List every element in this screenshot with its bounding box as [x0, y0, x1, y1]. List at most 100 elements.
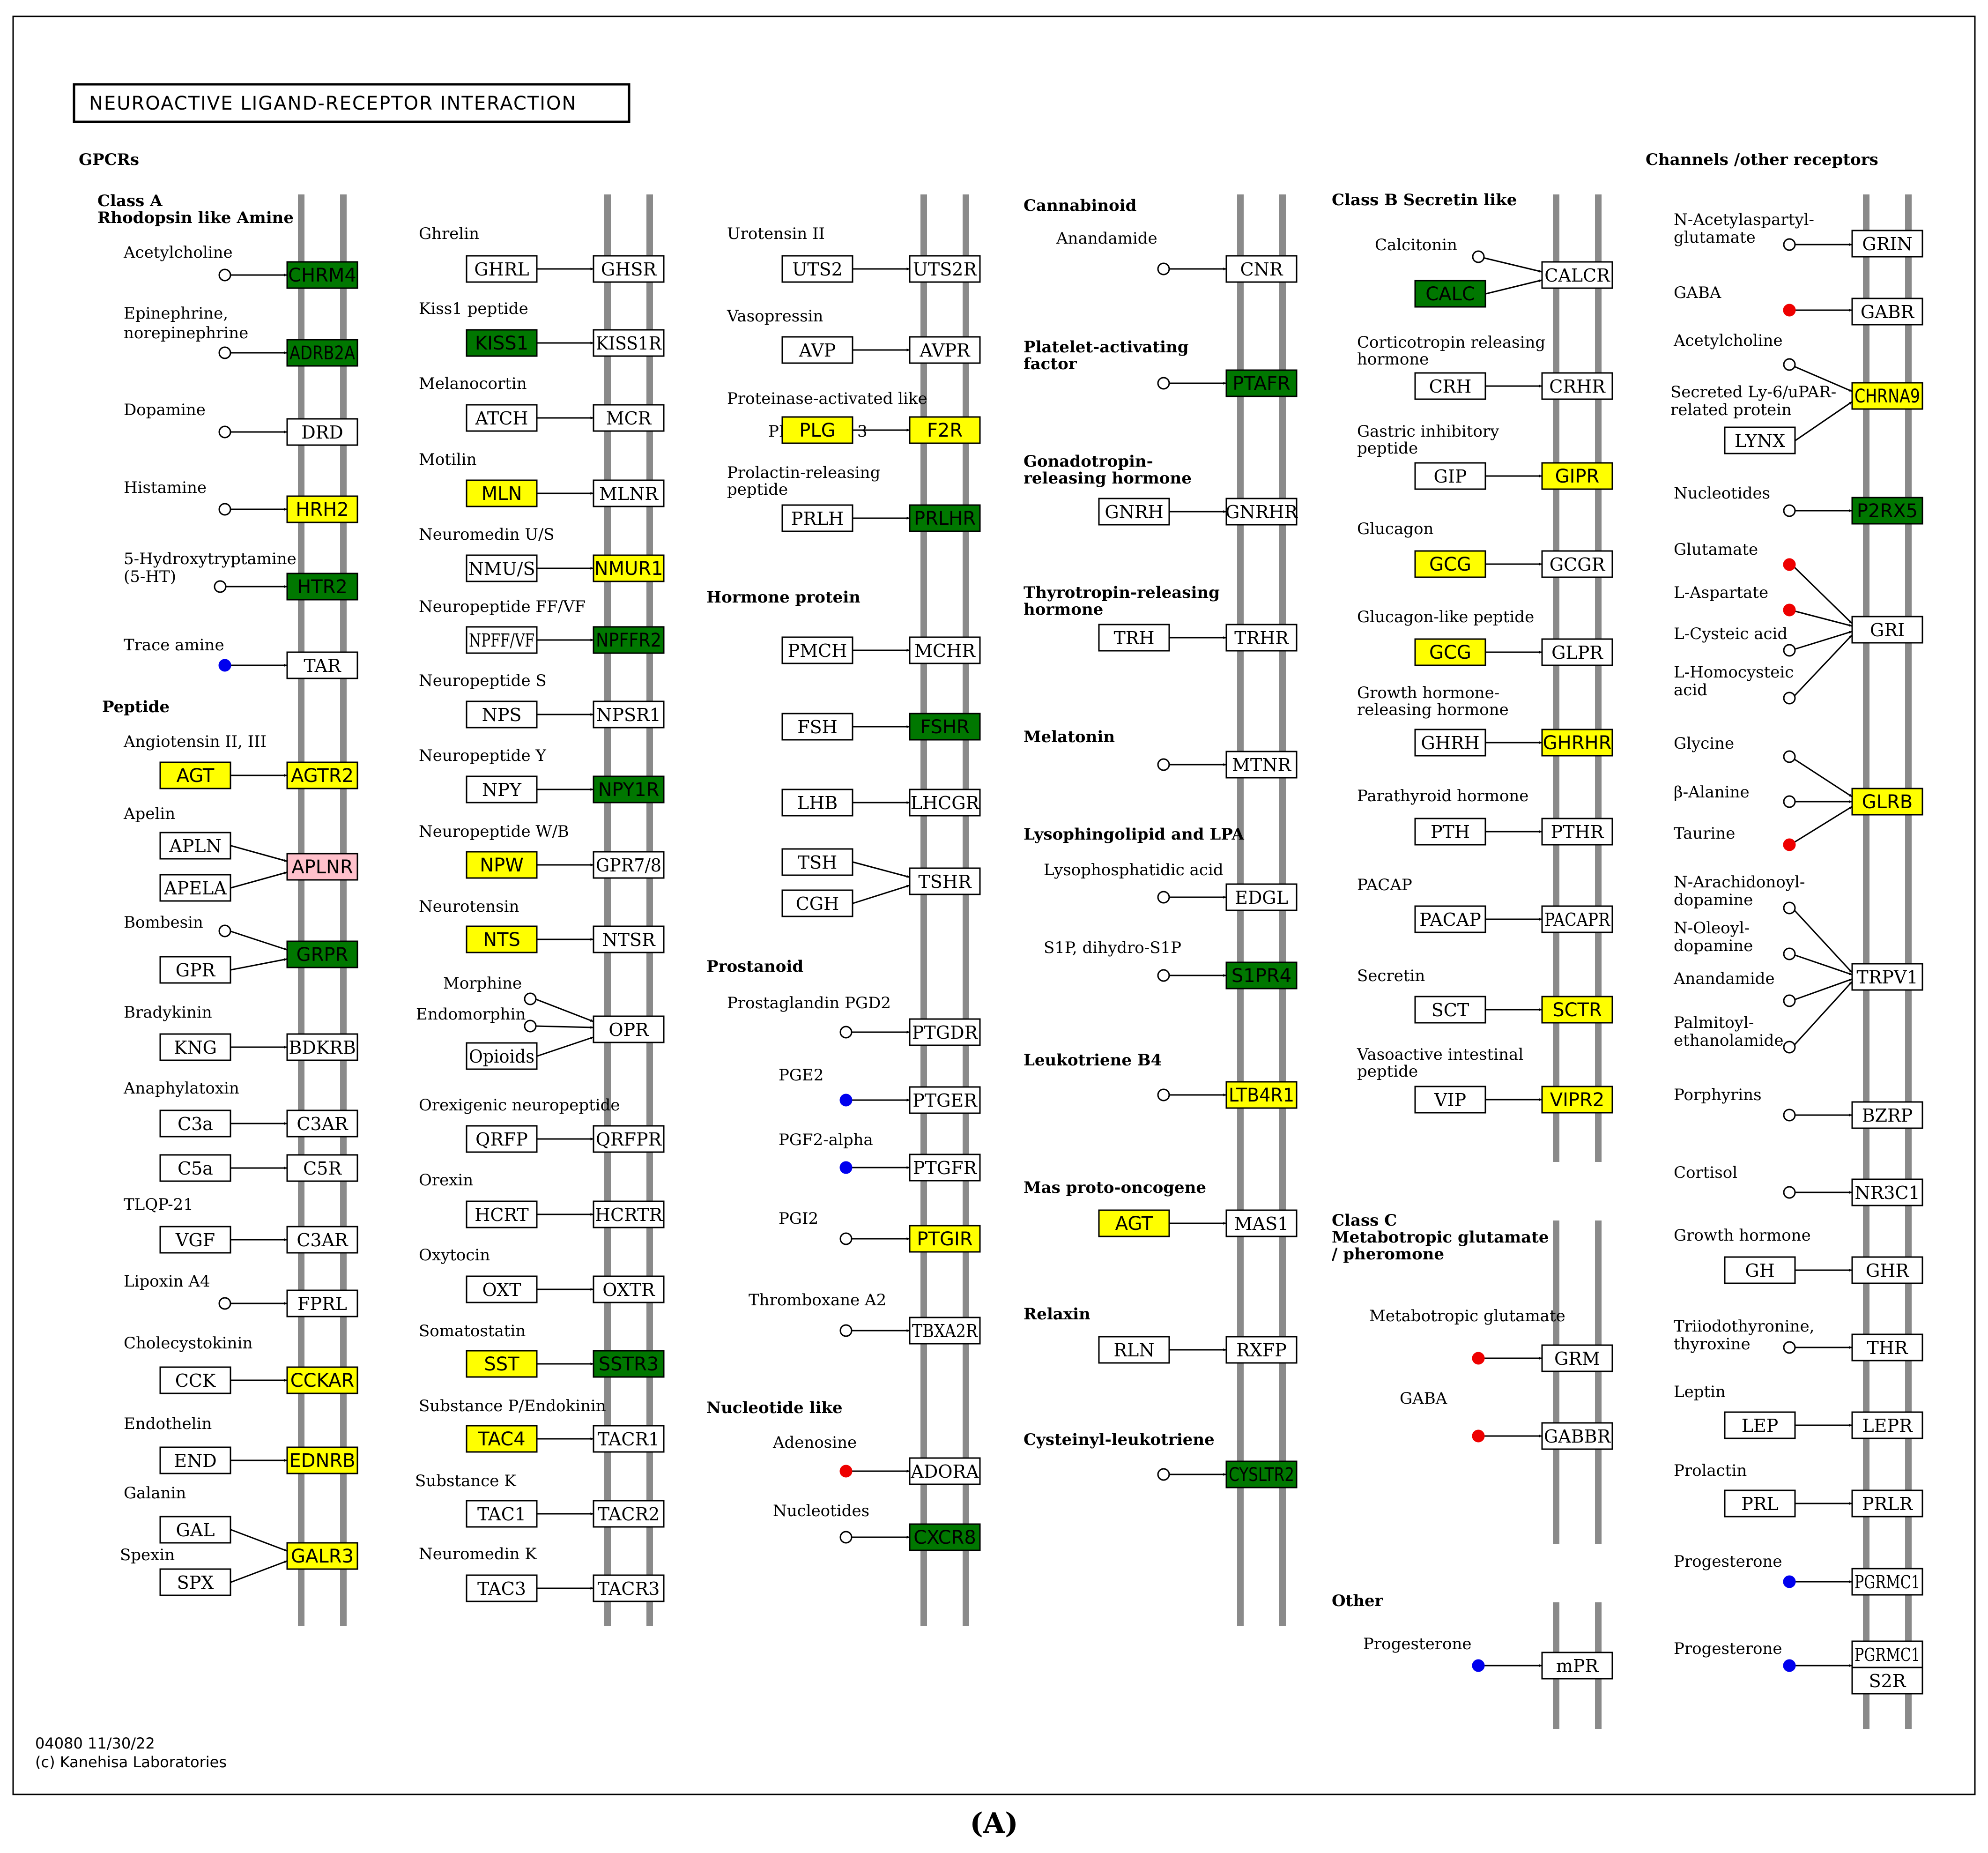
- gene-box-c3a[interactable]: C3a: [159, 1109, 231, 1138]
- compound-circle[interactable]: [1783, 1659, 1796, 1672]
- gene-box-cnr[interactable]: CNR: [1225, 255, 1298, 283]
- gene-box-edgl[interactable]: EDGL: [1225, 883, 1298, 911]
- compound-circle[interactable]: [839, 1026, 853, 1039]
- compound-circle[interactable]: [1783, 603, 1796, 617]
- gene-box-gipr[interactable]: GIPR: [1541, 462, 1613, 490]
- gene-box-lep[interactable]: LEP: [1724, 1411, 1796, 1439]
- compound-circle[interactable]: [1157, 1468, 1170, 1481]
- gene-box-s1pr4[interactable]: S1PR4: [1225, 961, 1298, 990]
- compound-circle[interactable]: [839, 1161, 853, 1174]
- compound-circle[interactable]: [1783, 504, 1796, 517]
- compound-circle[interactable]: [1472, 1352, 1485, 1365]
- gene-box-pgrmc1[interactable]: PGRMC1: [1851, 1640, 1923, 1668]
- gene-box-rxfp[interactable]: RXFP: [1225, 1336, 1298, 1364]
- gene-box-grpr[interactable]: GRPR: [286, 940, 358, 968]
- gene-box-calcr[interactable]: CALCR: [1541, 261, 1613, 289]
- gene-box-prlr[interactable]: PRLR: [1851, 1489, 1923, 1518]
- gene-box-gal[interactable]: GAL: [159, 1516, 231, 1544]
- gene-box-s2r[interactable]: S2R: [1851, 1667, 1923, 1695]
- gene-box-cckar[interactable]: CCKAR: [286, 1366, 358, 1394]
- gene-box-mlnr[interactable]: MLNR: [593, 479, 665, 507]
- gene-box-prlh[interactable]: PRLH: [781, 504, 853, 532]
- gene-box-gri[interactable]: GRI: [1851, 616, 1923, 644]
- gene-box-drd[interactable]: DRD: [286, 418, 358, 446]
- gene-box-kiss1[interactable]: KISS1: [466, 329, 538, 357]
- gene-box-tbxa2r[interactable]: TBXA2R: [909, 1317, 981, 1345]
- compound-circle[interactable]: [1157, 1088, 1170, 1101]
- gene-box-ghsr[interactable]: GHSR: [593, 255, 665, 283]
- compound-circle[interactable]: [1783, 1575, 1796, 1588]
- gene-box-prlhr[interactable]: PRLHR: [909, 504, 981, 532]
- compound-circle[interactable]: [524, 1020, 537, 1033]
- compound-circle[interactable]: [1157, 262, 1170, 275]
- gene-box-sstr3[interactable]: SSTR3: [593, 1350, 665, 1378]
- gene-box-c5a[interactable]: C5a: [159, 1154, 231, 1182]
- gene-box-chrna9[interactable]: CHRNA9: [1851, 382, 1923, 410]
- compound-circle[interactable]: [839, 1531, 853, 1544]
- gene-box-gh[interactable]: GH: [1724, 1256, 1796, 1284]
- gene-box-f2r[interactable]: F2R: [909, 416, 981, 444]
- gene-box-fprl[interactable]: FPRL: [286, 1289, 358, 1317]
- gene-box-ltb4r1[interactable]: LTB4R1: [1225, 1081, 1298, 1109]
- gene-box-cck[interactable]: CCK: [159, 1366, 231, 1394]
- gene-box-crh[interactable]: CRH: [1414, 372, 1486, 400]
- gene-box-fshr[interactable]: FSHR: [909, 713, 981, 741]
- gene-box-oxt[interactable]: OXT: [466, 1275, 538, 1303]
- gene-box-gcgr[interactable]: GCGR: [1541, 550, 1613, 578]
- gene-box-ptgir[interactable]: PTGIR: [909, 1225, 981, 1253]
- gene-box-plg[interactable]: PLG: [781, 416, 853, 444]
- gene-box-mcr[interactable]: MCR: [593, 404, 665, 432]
- gene-box-pmch[interactable]: PMCH: [781, 636, 853, 664]
- gene-box-tar[interactable]: TAR: [286, 651, 358, 679]
- compound-circle[interactable]: [1472, 1659, 1485, 1672]
- gene-box-uts2[interactable]: UTS2: [781, 255, 853, 283]
- compound-circle[interactable]: [1783, 304, 1796, 317]
- gene-box-crhr[interactable]: CRHR: [1541, 372, 1613, 400]
- gene-box-aplnr[interactable]: APLNR: [286, 853, 358, 881]
- compound-circle[interactable]: [1783, 750, 1796, 763]
- gene-box-tsh[interactable]: TSH: [781, 848, 853, 876]
- gene-box-gcg[interactable]: GCG: [1414, 638, 1486, 666]
- gene-box-gabr[interactable]: GABR: [1851, 298, 1923, 326]
- gene-box-ntsr[interactable]: NTSR: [593, 925, 665, 953]
- gene-box-npffr2[interactable]: NPFFR2: [593, 626, 665, 654]
- gene-box-glrb[interactable]: GLRB: [1851, 788, 1923, 816]
- gene-box-qrfpr[interactable]: QRFPR: [593, 1125, 665, 1153]
- gene-box-avp[interactable]: AVP: [781, 336, 853, 364]
- gene-box-hrh2[interactable]: HRH2: [286, 495, 358, 523]
- gene-box-vipr2[interactable]: VIPR2: [1541, 1086, 1613, 1114]
- compound-circle[interactable]: [1157, 891, 1170, 904]
- compound-circle[interactable]: [1783, 1041, 1796, 1054]
- compound-circle[interactable]: [214, 580, 227, 593]
- gene-box-uts2r[interactable]: UTS2R: [909, 255, 981, 283]
- gene-box-nr3c1[interactable]: NR3C1: [1851, 1178, 1923, 1206]
- gene-box-gabbr[interactable]: GABBR: [1541, 1422, 1613, 1450]
- gene-box-bzrp[interactable]: BZRP: [1851, 1101, 1923, 1129]
- gene-box-mas1[interactable]: MAS1: [1225, 1209, 1298, 1237]
- gene-box-npw[interactable]: NPW: [466, 851, 538, 879]
- gene-box-rln[interactable]: RLN: [1098, 1336, 1170, 1364]
- gene-box-tshr[interactable]: TSHR: [909, 867, 981, 895]
- gene-box-vgf[interactable]: VGF: [159, 1226, 231, 1254]
- gene-box-chrm4[interactable]: CHRM4: [286, 261, 358, 289]
- compound-circle[interactable]: [839, 1465, 853, 1478]
- gene-box-npff-vf[interactable]: NPFF/VF: [466, 626, 538, 654]
- gene-box-ghrh[interactable]: GHRH: [1414, 729, 1486, 757]
- gene-box-opioids[interactable]: Opioids: [466, 1042, 538, 1070]
- compound-circle[interactable]: [524, 992, 537, 1005]
- gene-box-npsr1[interactable]: NPSR1: [593, 700, 665, 729]
- gene-box-c3ar[interactable]: C3AR: [286, 1226, 358, 1254]
- gene-box-cxcr8[interactable]: CXCR8: [909, 1523, 981, 1551]
- gene-box-pacapr[interactable]: PACAPR: [1541, 905, 1613, 933]
- gene-box-cysltr2[interactable]: CYSLTR2: [1225, 1460, 1298, 1488]
- gene-box-pgrmc1[interactable]: PGRMC1: [1851, 1568, 1923, 1596]
- gene-box-npy[interactable]: NPY: [466, 775, 538, 804]
- gene-box-lhcgr[interactable]: LHCGR: [909, 789, 981, 817]
- gene-box-ptgdr[interactable]: PTGDR: [909, 1018, 981, 1046]
- gene-box-apela[interactable]: APELA: [159, 874, 231, 902]
- gene-box-tac4[interactable]: TAC4: [466, 1425, 538, 1453]
- compound-circle[interactable]: [218, 924, 231, 938]
- gene-box-ptgfr[interactable]: PTGFR: [909, 1153, 981, 1182]
- compound-circle[interactable]: [1783, 947, 1796, 960]
- compound-circle[interactable]: [218, 268, 231, 282]
